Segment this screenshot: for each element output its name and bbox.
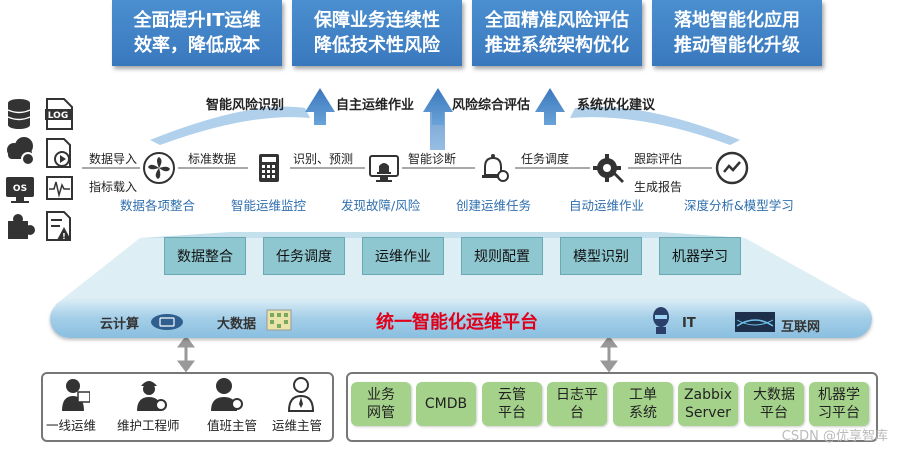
arrow-label: 智能风险识别 <box>206 98 285 113</box>
platform-tag: 云计算 <box>100 317 140 332</box>
flow-step-label: 深度分析&模型学习 <box>684 198 794 213</box>
left-sweep-band <box>150 106 310 145</box>
goal-box-1: 全面提升IT运维 效率，降低成本 <box>112 0 282 66</box>
arrow-label: 系统优化建议 <box>577 98 656 113</box>
roles-panel <box>41 372 334 442</box>
goal-text: 保障业务连续性 <box>314 10 440 31</box>
svg-text:!: ! <box>62 232 66 241</box>
goal-text: 效率，降低成本 <box>134 35 260 56</box>
platform-tag: 大数据 <box>217 317 257 332</box>
fan-icon <box>143 152 175 184</box>
system-box: 业务网管 <box>351 382 411 426</box>
video-file-icon <box>46 138 71 168</box>
system-box: 大数据平台 <box>744 382 804 426</box>
source-icons: LOG OS ! <box>6 98 73 241</box>
arrow-label: 自主运维作业 <box>336 98 415 113</box>
module-tab: 任务调度 <box>263 237 345 275</box>
duty-supervisor-icon <box>211 378 243 411</box>
flow-edge-label: 生成报告 <box>634 180 683 194</box>
role-label: 值班主管 <box>207 418 258 433</box>
platform-title: 统一智能化运维平台 <box>376 312 538 333</box>
up-arrow-1 <box>305 88 335 125</box>
system-box: 云管平台 <box>482 382 542 426</box>
goal-box-3: 全面精准风险评估 推进系统架构优化 <box>472 0 642 66</box>
double-arrow-left <box>177 335 195 373</box>
bigdata-grid-icon <box>266 309 292 331</box>
gear-wrench-icon <box>593 154 624 183</box>
arrow-label: 风险综合评估 <box>452 98 531 113</box>
flow-step-label: 数据各项整合 <box>120 198 196 213</box>
goal-text: 推进系统架构优化 <box>485 35 629 56</box>
watermark: CSDN @优享智库 <box>781 429 888 444</box>
goal-box-2: 保障业务连续性 降低技术性风险 <box>292 0 462 66</box>
log-file-icon: LOG <box>45 98 73 130</box>
platform-tag: 互联网 <box>781 320 821 335</box>
os-monitor-icon: OS <box>6 177 34 203</box>
flow-step-label: 创建运维任务 <box>456 198 532 213</box>
system-box: 机器学习平台 <box>809 382 869 426</box>
module-tab: 数据整合 <box>164 237 246 275</box>
alarm-monitor-icon <box>369 155 399 182</box>
waveform-icon <box>46 176 73 200</box>
calculator-icon <box>259 154 279 182</box>
system-box: 日志平台 <box>547 382 607 426</box>
svg-text:LOG: LOG <box>48 111 68 121</box>
flow-input-label: 指标载入 <box>89 180 138 194</box>
flow-edge-label: 智能诊断 <box>408 152 457 166</box>
bell-gear-icon <box>482 154 509 182</box>
goal-text: 推动智能化升级 <box>674 35 800 56</box>
flow-edge-label: 任务调度 <box>521 152 570 166</box>
svg-text:OS: OS <box>13 184 27 194</box>
goal-box-4: 落地智能化应用 推动智能化升级 <box>652 0 822 66</box>
platform-tag: IT <box>682 316 696 331</box>
goal-text: 全面提升IT运维 <box>133 10 261 31</box>
goal-text: 落地智能化应用 <box>674 10 800 31</box>
database-icon <box>7 99 31 129</box>
role-label: 运维主管 <box>272 418 323 433</box>
right-sweep-band <box>570 106 740 145</box>
flow-step-label: 智能运维监控 <box>231 198 307 213</box>
system-box: 工单系统 <box>613 382 673 426</box>
network-globe-icon <box>735 312 775 332</box>
engineer-icon <box>137 381 167 411</box>
robot-head-icon <box>653 307 669 334</box>
alert-document-icon: ! <box>46 211 71 241</box>
goal-text: 全面精准风险评估 <box>485 10 629 31</box>
module-tab: 运维作业 <box>362 237 444 275</box>
flow-edge-label: 标准数据 <box>188 152 237 166</box>
flow-step-label: 发现故障/风险 <box>341 198 421 213</box>
flow-edge-label: 识别、预测 <box>293 152 354 166</box>
up-arrow-3 <box>535 88 565 125</box>
goal-text: 降低技术性风险 <box>314 35 440 56</box>
double-arrow-right <box>600 335 618 373</box>
module-tab: 机器学习 <box>659 237 741 275</box>
puzzle-icon <box>8 214 35 239</box>
cloud-chip-icon <box>151 314 183 330</box>
module-trapezoid-top <box>140 232 745 238</box>
up-arrow-2 <box>423 88 453 125</box>
flow-edge-label: 跟踪评估 <box>634 152 683 166</box>
module-tab: 规则配置 <box>461 237 543 275</box>
role-label: 一线运维 <box>46 418 97 433</box>
system-box: CMDB <box>416 382 476 426</box>
role-label: 维护工程师 <box>117 418 180 433</box>
operator-icon <box>62 379 90 411</box>
cloud-gear-icon <box>7 137 35 166</box>
module-tab: 模型识别 <box>560 237 642 275</box>
flow-input-label: 数据导入 <box>89 152 138 166</box>
flow-step-label: 自动运维作业 <box>569 198 645 213</box>
trend-chart-icon <box>715 151 749 185</box>
ops-manager-icon <box>287 377 315 412</box>
